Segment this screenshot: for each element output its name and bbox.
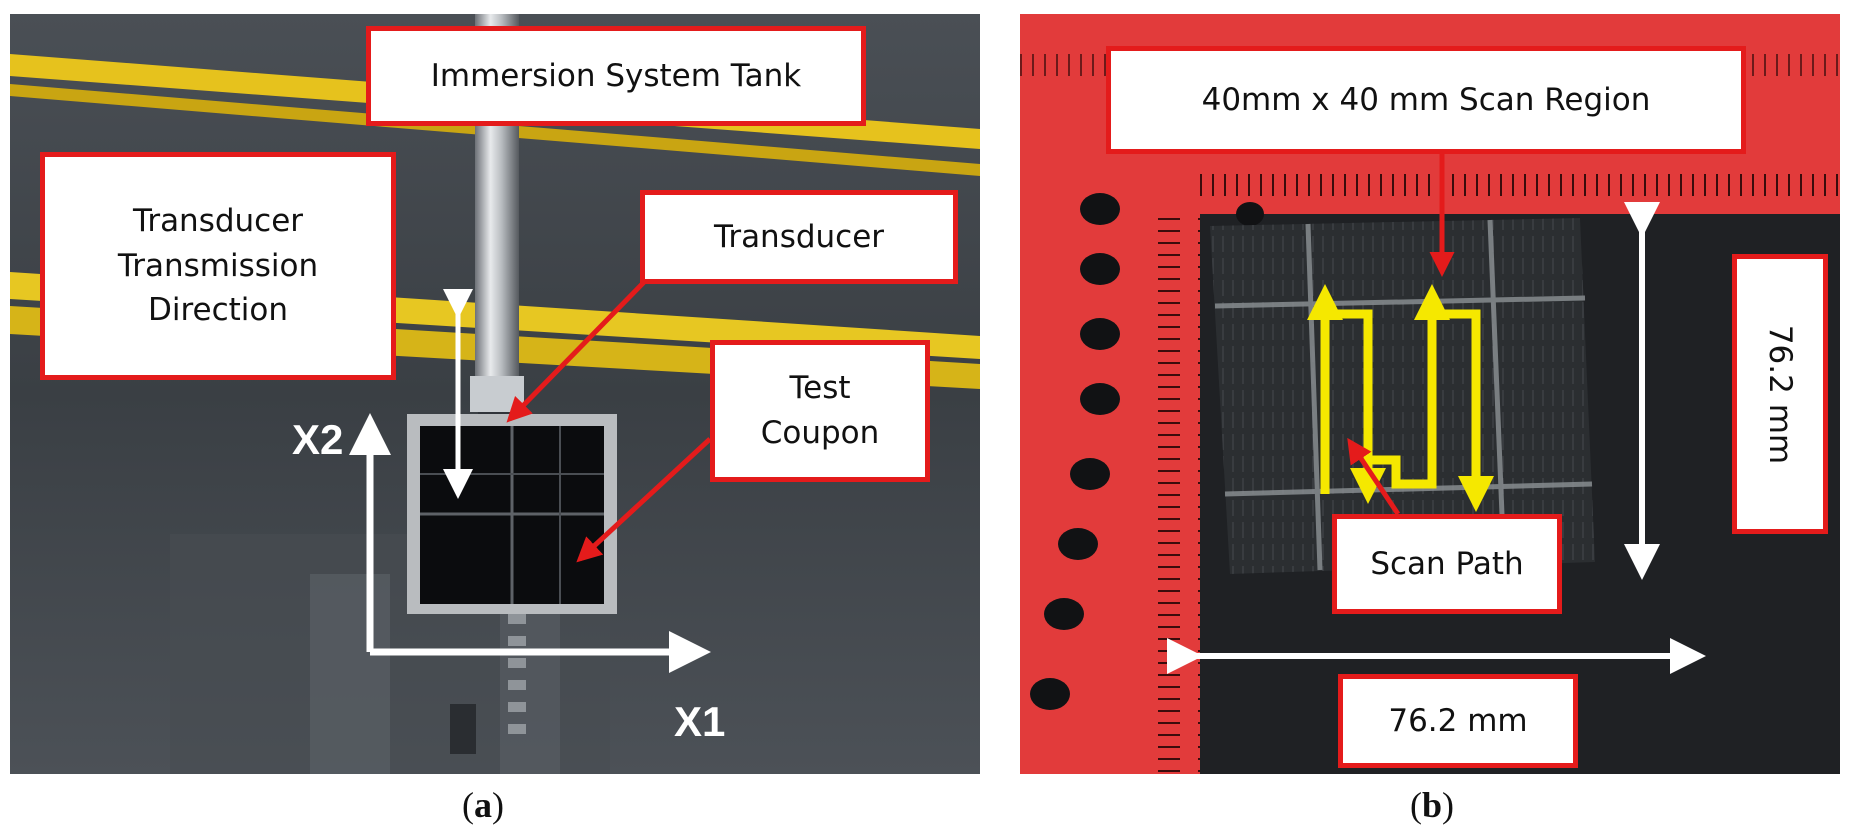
- caption-a: (a): [462, 785, 504, 825]
- callout-height-text: 76.2 mm: [1762, 324, 1799, 464]
- caption-b-letter: b: [1422, 785, 1443, 825]
- photo-panel-a: Immersion System Tank Transducer Transmi…: [10, 14, 980, 774]
- callout-tank-text: Immersion System Tank: [430, 57, 802, 94]
- callout-direction-line-3: Direction: [147, 292, 289, 329]
- axis-label-x2: X2: [292, 416, 344, 463]
- photo-panel-b: 40mm x 40 mm Scan Region Scan Path 76.2 …: [1020, 14, 1840, 774]
- callout-scan-path-text: Scan Path: [1370, 545, 1524, 582]
- callout-transducer-text: Transducer: [713, 218, 885, 255]
- callout-scan-region-text: 40mm x 40 mm Scan Region: [1201, 81, 1651, 118]
- callout-width-text: 76.2 mm: [1388, 702, 1528, 739]
- callout-height: 76.2 mm: [1732, 254, 1828, 534]
- callout-direction-line-1: Transducer: [132, 202, 304, 239]
- callout-direction-line-2: Transmission: [117, 247, 319, 284]
- callout-test-coupon: Test Coupon: [710, 340, 930, 482]
- callout-transmission-direction: Transducer Transmission Direction: [40, 152, 396, 380]
- axis-label-x1: X1: [674, 698, 726, 745]
- callout-width: 76.2 mm: [1338, 674, 1578, 768]
- callout-transducer: Transducer: [640, 190, 958, 284]
- callout-scan-region: 40mm x 40 mm Scan Region: [1106, 46, 1746, 154]
- callout-tank: Immersion System Tank: [366, 26, 866, 126]
- caption-b: (b): [1410, 785, 1455, 825]
- callout-coupon-line-1: Test: [789, 370, 851, 407]
- caption-a-letter: a: [474, 785, 492, 825]
- callout-coupon-line-2: Coupon: [760, 415, 880, 451]
- callout-scan-path: Scan Path: [1332, 514, 1562, 614]
